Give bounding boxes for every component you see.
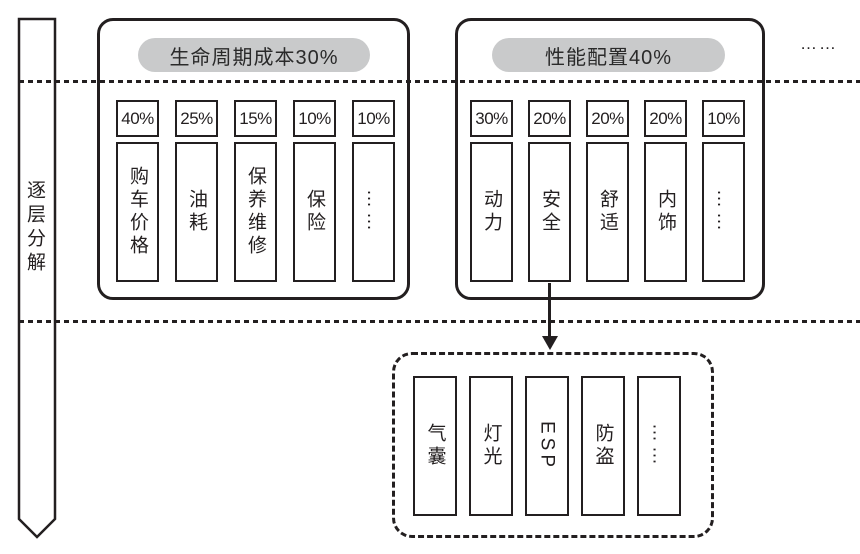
detail-box: 防盗 <box>581 376 625 516</box>
criterion-weight: 20% <box>586 100 629 137</box>
criterion-box: 舒适 <box>586 142 629 282</box>
detail-box: …… <box>637 376 681 516</box>
criterion-weight: 40% <box>116 100 159 137</box>
detail-ellipsis: …… <box>648 423 670 469</box>
group-lifecycle-cost: 生命周期成本30% 40% 购车价格 25% 油耗 15% 保养维修 10% 保… <box>97 18 410 300</box>
group-performance-config: 性能配置40% 30% 动力 20% 安全 20% 舒适 20% 内饰 10% … <box>455 18 765 300</box>
level-divider-bottom <box>19 320 860 323</box>
criterion-column: 30% 动力 <box>470 100 513 282</box>
group-title-pill: 生命周期成本30% <box>138 38 370 72</box>
criterion-column: 25% 油耗 <box>175 100 218 282</box>
criterion-label: 内饰 <box>655 189 676 235</box>
criterion-column: 40% 购车价格 <box>116 100 159 282</box>
criterion-label: 保险 <box>304 189 325 235</box>
criterion-label: 动力 <box>481 189 502 235</box>
criterion-box: 保险 <box>293 142 336 282</box>
detail-label: 防盗 <box>592 423 614 469</box>
criterion-label: 安全 <box>539 189 560 235</box>
criterion-column: 20% 舒适 <box>586 100 629 282</box>
criterion-box: 油耗 <box>175 142 218 282</box>
group-title-pill: 性能配置40% <box>492 38 725 72</box>
criterion-box: …… <box>702 142 745 282</box>
criterion-box: 内饰 <box>644 142 687 282</box>
criterion-weight: 10% <box>702 100 745 137</box>
criterion-column: 10% …… <box>352 100 395 282</box>
criterion-weight: 10% <box>293 100 336 137</box>
criterion-weight: 20% <box>528 100 571 137</box>
criterion-column: 15% 保养维修 <box>234 100 277 282</box>
criterion-label: 保养维修 <box>245 166 266 258</box>
detail-label: ESP <box>536 420 558 472</box>
detail-label: 气囊 <box>424 423 446 469</box>
detail-row: 气囊 灯光 ESP 防盗 …… <box>413 376 681 516</box>
criterion-column: 10% …… <box>702 100 745 282</box>
more-groups-ellipsis: …… <box>800 34 838 53</box>
detail-group-safety: 气囊 灯光 ESP 防盗 …… <box>392 352 714 538</box>
level-divider-top <box>19 80 860 83</box>
criterion-box: 动力 <box>470 142 513 282</box>
criterion-weight: 15% <box>234 100 277 137</box>
criterion-column-safety: 20% 安全 <box>528 100 571 282</box>
criterion-weight: 30% <box>470 100 513 137</box>
criterion-box: 购车价格 <box>116 142 159 282</box>
criterion-label: 油耗 <box>186 189 207 235</box>
criterion-weight: 20% <box>644 100 687 137</box>
criterion-ellipsis: …… <box>713 189 734 235</box>
decompose-banner-label: 逐层分解 <box>24 180 45 276</box>
detail-box: 灯光 <box>469 376 513 516</box>
expand-arrow-line <box>548 283 551 338</box>
detail-box: ESP <box>525 376 569 516</box>
criterion-column: 10% 保险 <box>293 100 336 282</box>
criterion-column: 20% 内饰 <box>644 100 687 282</box>
criterion-ellipsis: …… <box>363 189 384 235</box>
criterion-label: 购车价格 <box>127 166 148 258</box>
down-arrow-banner-shape <box>17 17 57 539</box>
criterion-box: 保养维修 <box>234 142 277 282</box>
detail-label: 灯光 <box>480 423 502 469</box>
criterion-weight: 10% <box>352 100 395 137</box>
criterion-box: …… <box>352 142 395 282</box>
criteria-row: 30% 动力 20% 安全 20% 舒适 20% 内饰 10% …… <box>470 100 745 282</box>
criterion-weight: 25% <box>175 100 218 137</box>
criterion-box: 安全 <box>528 142 571 282</box>
criterion-label: 舒适 <box>597 189 618 235</box>
criteria-row: 40% 购车价格 25% 油耗 15% 保养维修 10% 保险 10% …… <box>116 100 395 282</box>
expand-arrow-head <box>542 336 558 350</box>
detail-box: 气囊 <box>413 376 457 516</box>
